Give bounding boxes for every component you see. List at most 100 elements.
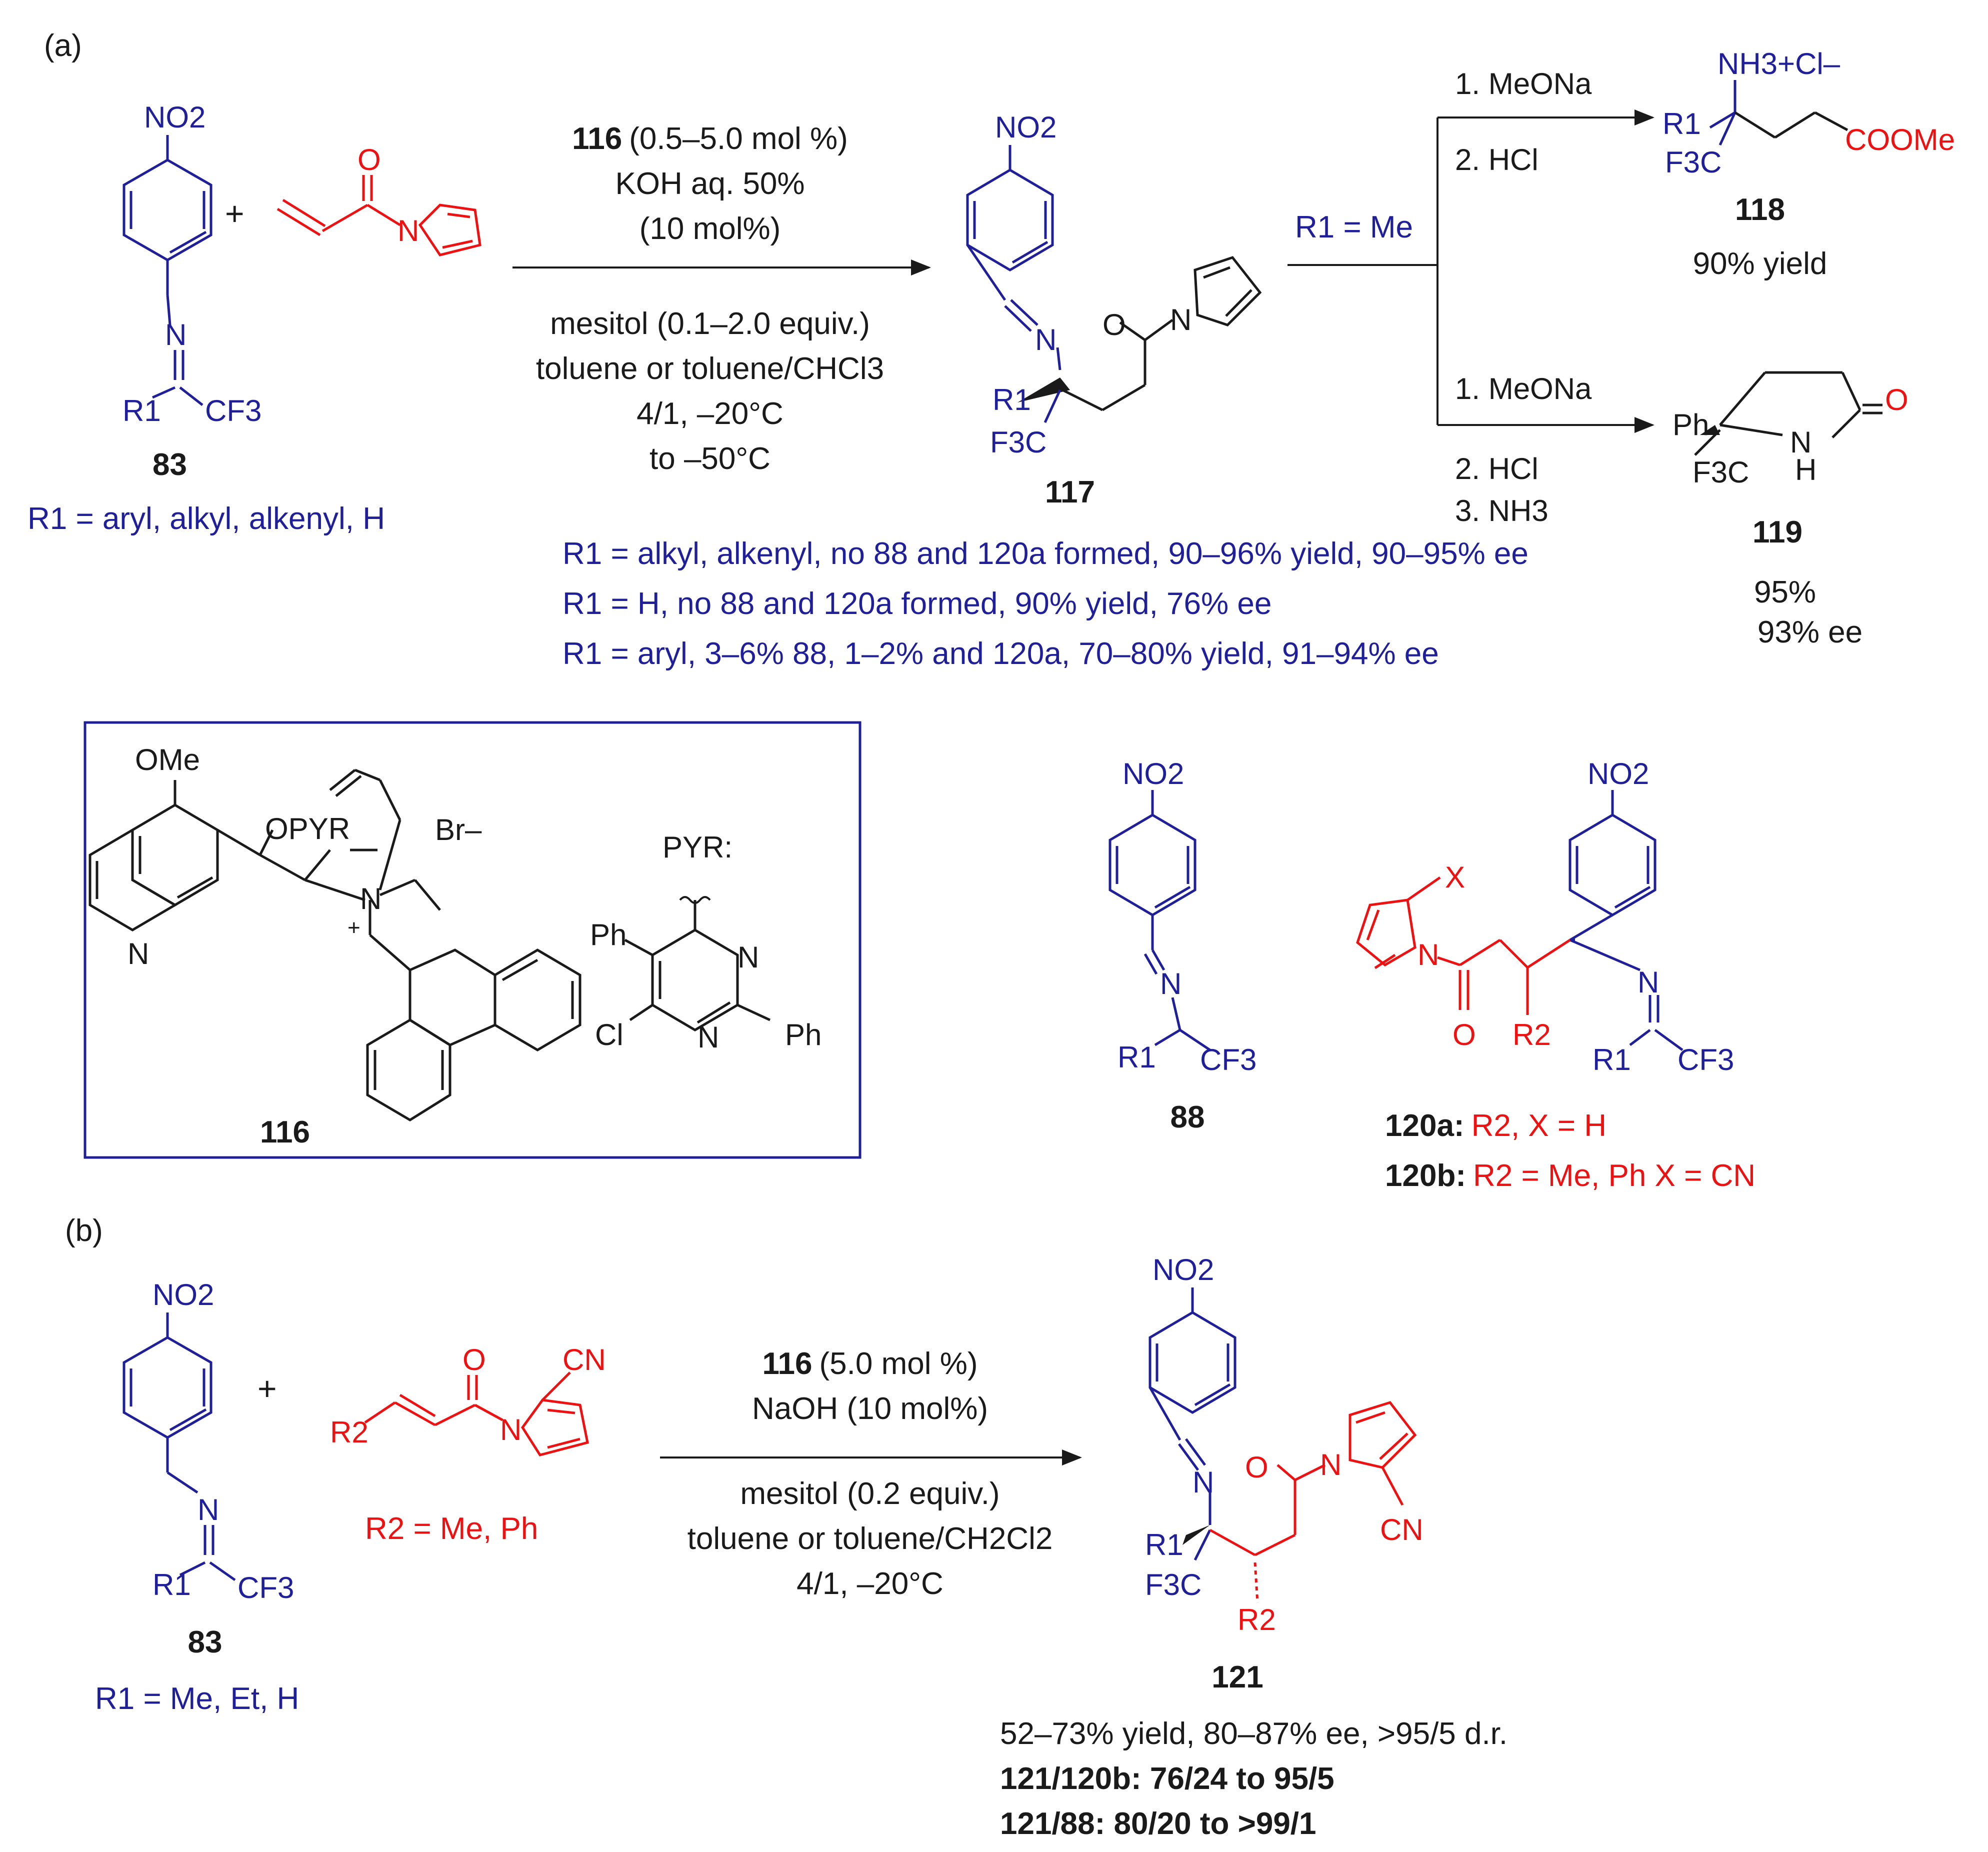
catalyst-116-box [84, 721, 862, 1159]
byproduct-88-r1: R1 [1118, 1040, 1156, 1074]
plus-sign-a: + [225, 195, 244, 232]
catalyst-opyr: OPYR [265, 812, 350, 846]
product-121-cf3: F3C [1145, 1568, 1202, 1602]
byproduct-88-structure [1108, 790, 1211, 1052]
pyr-label: PYR: [662, 830, 732, 864]
product-119-h: H [1795, 453, 1816, 486]
branch-condition: R1 = Me [1295, 210, 1413, 244]
conditions-b-ratio-temp: 4/1, –20°C [796, 1566, 944, 1601]
lower-step-2: 2. HCl [1455, 452, 1538, 486]
lower-step-1: 1. MeONa [1455, 372, 1592, 406]
catalyst-ammonium-n: N [360, 882, 382, 916]
conditions-a-catalyst: 116(0.5–5.0 mol %) [572, 122, 848, 156]
result-b-line-2: 121/120b: 76/24 to 95/5 [1000, 1762, 1334, 1796]
compound-label-117: 117 [1045, 475, 1095, 510]
acceptor-b-oxygen: O [462, 1343, 486, 1376]
conditions-a-solvent: toluene or toluene/CHCl3 [536, 352, 884, 386]
byproduct-88-nitro: NO2 [1122, 757, 1184, 790]
product-121-cn: CN [1380, 1513, 1424, 1546]
acceptor-b-nitrogen: N [500, 1413, 522, 1446]
product-118-ammonium: NH3+Cl– [1718, 47, 1840, 80]
lower-step-3: 3. NH3 [1455, 494, 1548, 528]
compound-label-83-b: 83 [188, 1625, 222, 1660]
compound-label-88: 88 [1170, 1100, 1205, 1134]
product-118-cf3: F3C [1665, 146, 1722, 179]
byproduct-120-pyrrole-n: N [1418, 938, 1439, 972]
acceptor-a-nitrogen: N [398, 214, 419, 248]
reactant-83-a-nitro: NO2 [144, 100, 206, 134]
acryloyl-pyrrole-a [276, 175, 482, 256]
conditions-b-solvent: toluene or toluene/CH2Cl2 [688, 1522, 1053, 1556]
product-118-yield: 90% yield [1693, 246, 1828, 281]
compound-legend-120a: 120a:R2, X = H [1385, 1108, 1606, 1143]
compound-label-118: 118 [1735, 192, 1785, 227]
reactant-83-b [122, 1312, 236, 1582]
result-line-3: R1 = aryl, 3–6% 88, 1–2% and 120a, 70–80… [562, 636, 1439, 671]
product-121-r2: R2 [1238, 1603, 1276, 1636]
compound-label-83-a: 83 [152, 448, 187, 482]
result-b-line-1: 52–73% yield, 80–87% ee, >95/5 d.r. [1000, 1716, 1508, 1751]
compound-label-116: 116 [260, 1115, 310, 1150]
byproduct-120-nitro: NO2 [1588, 757, 1649, 790]
upper-step-1: 1. MeONa [1455, 67, 1592, 100]
conditions-a-additive: mesitol (0.1–2.0 equiv.) [550, 306, 870, 341]
reactant-83-a-cf3: CF3 [205, 394, 262, 428]
product-119-ph: Ph [1672, 408, 1709, 442]
product-119-n: N [1790, 426, 1812, 459]
compound-label-119: 119 [1752, 515, 1802, 550]
product-117-nitro: NO2 [995, 110, 1056, 144]
product-119-oxygen: O [1885, 383, 1908, 416]
pyr-ph-2: Ph [785, 1018, 822, 1052]
byproduct-120-x: X [1445, 860, 1465, 894]
byproduct-120-structure [1356, 790, 1684, 1052]
pyr-n-2: N [698, 1020, 719, 1054]
conditions-b-additive: mesitol (0.2 equiv.) [740, 1476, 1000, 1511]
product-119-ee: 93% ee [1758, 615, 1862, 650]
acceptor-b-cn: CN [562, 1343, 606, 1376]
reactant-83-b-r1: R1 [152, 1568, 191, 1602]
result-b-line-3: 121/88: 80/20 to >99/1 [1000, 1806, 1316, 1841]
product-121-structure [1148, 1288, 1417, 1603]
result-line-1: R1 = alkyl, alkenyl, no 88 and 120a form… [562, 536, 1528, 571]
product-117-pyrrole-n: N [1170, 303, 1192, 336]
product-119-structure [1694, 371, 1882, 456]
reactant-83-a-scope: R1 = aryl, alkyl, alkenyl, H [28, 502, 385, 536]
product-121-r1: R1 [1145, 1528, 1184, 1562]
product-119-yield: 95% [1754, 575, 1816, 610]
product-117-oxygen: O [1102, 308, 1126, 342]
product-117-structure [966, 145, 1262, 424]
product-121-oxygen: O [1245, 1450, 1268, 1484]
acceptor-a-oxygen: O [358, 143, 381, 176]
product-121-imine-n: N [1192, 1466, 1214, 1499]
conditions-b-catalyst: 116(5.0 mol %) [762, 1346, 978, 1381]
branch-lines [1288, 110, 1654, 433]
pyr-ph-1: Ph [590, 918, 626, 952]
catalyst-ome: OMe [135, 743, 200, 776]
reactant-83-b-imine-n: N [198, 1493, 219, 1526]
byproduct-88-cf3: CF3 [1200, 1043, 1256, 1076]
reactant-83-a [122, 135, 212, 406]
product-119-cf3: F3C [1692, 456, 1749, 489]
catalyst-bromide: Br– [435, 813, 482, 846]
cyanopyrrole-acceptor-b [364, 1372, 589, 1456]
panel-b-label: (b) [65, 1214, 103, 1248]
catalyst-116-structure [88, 768, 771, 1122]
product-118-structure [1709, 80, 1848, 146]
product-117-cf3: F3C [990, 426, 1046, 459]
catalyst-quinoline-n: N [128, 937, 149, 970]
upper-step-2: 2. HCl [1455, 143, 1538, 176]
conditions-a-base-loading: (10 mol%) [640, 212, 781, 246]
pyr-n-1: N [738, 940, 759, 974]
panel-a-label: (a) [44, 28, 82, 63]
byproduct-88-imine-n: N [1160, 967, 1182, 1000]
catalyst-plus-charge: + [348, 916, 360, 940]
conditions-a-temp-range: to –50°C [650, 442, 770, 476]
byproduct-120-r2: R2 [1512, 1018, 1551, 1052]
product-121-nitro: NO2 [1152, 1253, 1214, 1286]
byproduct-120-r1: R1 [1592, 1043, 1631, 1076]
acceptor-b-scope: R2 = Me, Ph [365, 1512, 538, 1546]
conditions-a-ratio-temp: 4/1, –20°C [636, 396, 784, 431]
reactant-83-b-nitro: NO2 [152, 1278, 214, 1312]
acceptor-b-r2: R2 [330, 1416, 368, 1449]
